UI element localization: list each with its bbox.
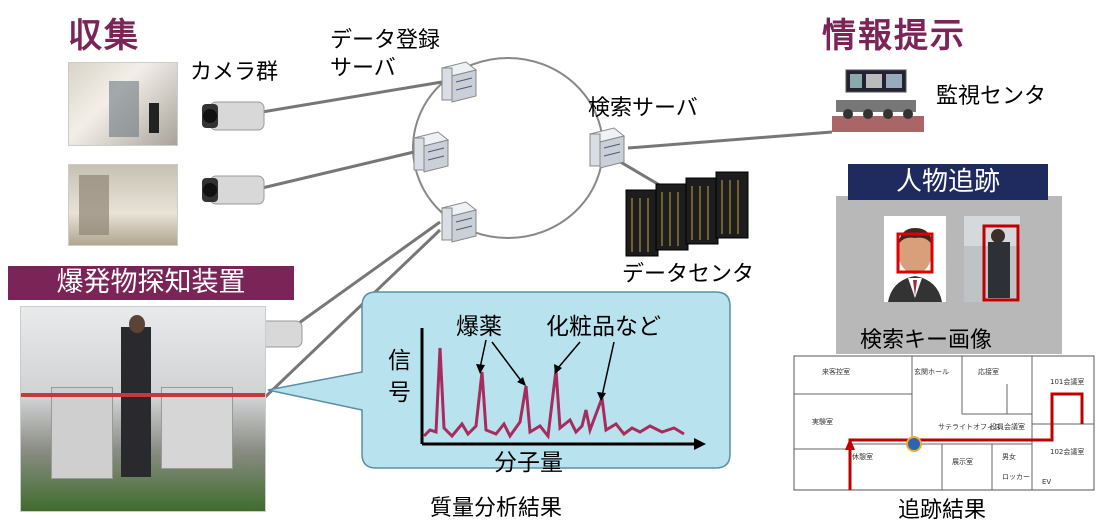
mass-spectrum-callout: 爆薬 化粧品など 信 号 分子量	[267, 291, 731, 476]
molecular-weight-label: 分子量	[494, 450, 563, 476]
face-image	[884, 216, 946, 302]
monitor-center-icon	[832, 69, 924, 132]
datacenter-icon	[625, 171, 749, 257]
camera2-link	[261, 150, 415, 190]
signal-label-1: 信	[388, 348, 411, 374]
search-server-icon	[588, 127, 626, 169]
server-icon	[412, 131, 450, 173]
camera3-link	[291, 220, 441, 330]
room-label: サテライトオフィス	[938, 423, 1001, 431]
camera-marker-icon	[906, 436, 922, 452]
explosive-label: 爆薬	[456, 314, 502, 340]
tracking-panel	[836, 196, 1062, 354]
monitor-link	[627, 130, 833, 150]
signal-label-2: 号	[388, 380, 411, 406]
cosmetics-label: 化粧品など	[546, 314, 661, 340]
server-icon	[440, 61, 478, 103]
tracking-result-label: 追跡結果	[898, 498, 987, 523]
datacenter-label: データセンタ	[622, 262, 755, 287]
camera-icon	[202, 101, 265, 131]
monitor-center-label: 監視センタ	[936, 84, 1047, 109]
room-label: 玄関ホール	[914, 367, 949, 376]
info-title: 情報提示	[822, 16, 966, 56]
tracked-person-image	[964, 216, 1020, 302]
room-label: 実験室	[812, 417, 833, 426]
room-label: 102会議室	[1050, 447, 1084, 456]
camera-group-label: カメラ群	[190, 60, 279, 85]
floor-plan: 来客控室 実験室 玄関ホール 応接室 サテライトオフィス 役員会議室 101会議…	[793, 355, 1095, 491]
detector-title: 爆発物探知装置	[8, 266, 294, 300]
camera1-link	[261, 80, 443, 114]
room-label: 男女	[1002, 452, 1016, 461]
collect-title: 収集	[68, 16, 140, 56]
search-server-label: 検索サーバ	[588, 96, 698, 121]
camera-photo-2	[68, 164, 178, 246]
room-label: 101会議室	[1050, 377, 1084, 386]
room-label: 展示室	[952, 457, 973, 466]
server-icon	[440, 201, 478, 243]
room-label: 役員会議室	[990, 422, 1025, 431]
camera-icon	[202, 175, 265, 205]
room-label: 来客控室	[822, 367, 850, 376]
registration-server-label-2: サーバ	[330, 56, 396, 81]
room-label: 休憩室	[852, 452, 873, 461]
detector-link	[260, 228, 442, 402]
tracking-title: 人物追跡	[848, 164, 1048, 200]
registration-server-label-1: データ登録	[330, 28, 441, 53]
camera-photo-1	[68, 62, 178, 146]
detector-photo	[20, 306, 266, 512]
mass-spectrum-caption: 質量分析結果	[430, 496, 563, 521]
room-label: ロッカー	[1002, 473, 1030, 481]
search-key-label: 検索キー画像	[860, 328, 993, 353]
room-label: EV	[1042, 478, 1051, 486]
room-label: 応接室	[978, 367, 999, 376]
